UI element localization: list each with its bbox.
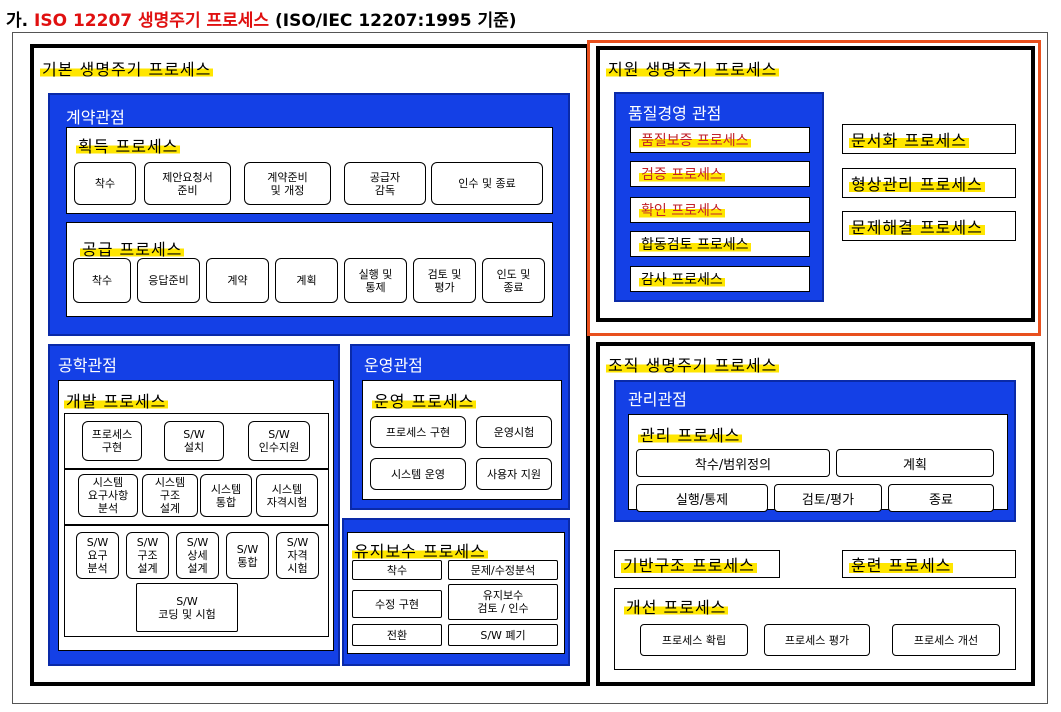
infrastructure-process: 기반구조 프로세스	[614, 550, 780, 578]
maintenance-title: 유지보수 프로세스	[352, 542, 488, 561]
dev-sw-arch: S/W 구조 설계	[126, 532, 169, 579]
sup-item-review: 검토 및 평가	[413, 258, 476, 303]
diagram-frame	[12, 32, 1048, 704]
impr-establish: 프로세스 확립	[640, 624, 748, 656]
mnt-implement: 수정 구현	[352, 590, 442, 618]
sup-item-response: 응답준비	[137, 258, 200, 303]
basic-lifecycle-panel	[30, 44, 590, 686]
acquisition-title: 획득 프로세스	[76, 137, 181, 156]
dev-sw-req: S/W 요구 분석	[76, 532, 119, 579]
acq-item-contract: 계약준비 및 개정	[244, 162, 331, 205]
impr-assess: 프로세스 평가	[764, 624, 870, 656]
organization-lifecycle-panel	[596, 342, 1035, 686]
support-lifecycle-panel	[596, 46, 1035, 322]
heading-subtitle: (ISO/IEC 12207:1995 기준)	[275, 11, 517, 31]
mgmt-close: 종료	[888, 484, 994, 512]
mgmt-execute: 실행/통제	[636, 484, 768, 512]
mnt-start: 착수	[352, 560, 442, 580]
support-highlight-border	[587, 40, 1041, 336]
dev-process-impl: 프로세스 구현	[82, 421, 142, 461]
validation-process: 확인 프로세스	[630, 197, 810, 223]
sup-item-delivery: 인도 및 종료	[482, 258, 545, 303]
mnt-review: 유지보수 검토 / 인수	[448, 584, 558, 620]
mnt-migration: 전환	[352, 624, 442, 646]
dev-sw-integ: S/W 통합	[226, 532, 269, 579]
op-sys-operation: 시스템 운영	[370, 458, 466, 490]
contract-view-label: 계약관점	[66, 108, 125, 127]
documentation-process: 문서화 프로세스	[842, 124, 1016, 154]
sup-item-start: 착수	[73, 258, 131, 303]
training-process: 훈련 프로세스	[842, 550, 1016, 578]
op-user-support: 사용자 지원	[476, 458, 552, 490]
management-title: 관리 프로세스	[638, 426, 743, 445]
supply-title: 공급 프로세스	[80, 240, 185, 259]
improvement-title: 개선 프로세스	[624, 598, 729, 617]
dev-sys-arch: 시스템 구조 설계	[142, 474, 198, 517]
impr-improve: 프로세스 개선	[892, 624, 1000, 656]
audit-process: 감사 프로세스	[630, 266, 810, 292]
operation-title: 운영 프로세스	[372, 392, 477, 411]
mgmt-scope: 착수/범위정의	[636, 449, 830, 477]
sup-item-execute: 실행 및 통제	[344, 258, 407, 303]
joint-review-process: 합동검토 프로세스	[630, 231, 810, 257]
grid-divider-2	[64, 524, 329, 526]
operation-view-label: 운영관점	[364, 356, 423, 375]
acq-item-start: 착수	[74, 162, 136, 205]
sup-item-plan: 계획	[275, 258, 338, 303]
dev-sys-integ: 시스템 통합	[200, 474, 252, 517]
quality-view-label: 품질경영 관점	[628, 104, 722, 123]
dev-coding-test: S/W 코딩 및 시험	[136, 583, 238, 632]
heading-prefix: 가.	[6, 11, 29, 31]
mgmt-plan: 계획	[836, 449, 994, 477]
mnt-analysis: 문제/수정분석	[448, 560, 558, 580]
acq-item-acceptance: 인수 및 종료	[431, 162, 543, 205]
problem-resolution-process: 문제해결 프로세스	[842, 211, 1016, 241]
dev-sw-install: S/W 설치	[164, 421, 224, 461]
mgmt-review: 검토/평가	[774, 484, 882, 512]
op-test: 운영시험	[476, 416, 552, 448]
page-heading: 가. ISO 12207 생명주기 프로세스 (ISO/IEC 12207:19…	[6, 6, 517, 31]
op-process-impl: 프로세스 구현	[370, 416, 466, 448]
dev-sys-req: 시스템 요구사항 분석	[78, 474, 138, 517]
grid-divider-1	[64, 468, 329, 470]
verification-process: 검증 프로세스	[630, 161, 810, 187]
dev-sys-qual: 시스템 자격시험	[256, 474, 318, 517]
quality-assurance-process: 품질보증 프로세스	[630, 127, 810, 153]
dev-sw-accept-support: S/W 인수지원	[248, 421, 310, 461]
acq-item-rfp: 제안요청서 준비	[144, 162, 231, 205]
sup-item-contract: 계약	[206, 258, 269, 303]
dev-sw-detail: S/W 상세 설계	[176, 532, 219, 579]
development-title: 개발 프로세스	[64, 392, 169, 411]
support-lifecycle-title: 지원 생명주기 프로세스	[606, 60, 780, 79]
heading-title: ISO 12207 생명주기 프로세스	[34, 11, 270, 31]
mnt-retirement: S/W 폐기	[448, 624, 558, 646]
acq-item-supervise: 공급자 감독	[344, 162, 426, 205]
engineering-view-label: 공학관점	[58, 356, 117, 375]
organization-lifecycle-title: 조직 생명주기 프로세스	[606, 356, 780, 375]
management-view-label: 관리관점	[628, 390, 687, 409]
basic-lifecycle-title: 기본 생명주기 프로세스	[40, 60, 214, 79]
dev-sw-qual: S/W 자격 시험	[276, 532, 319, 579]
config-management-process: 형상관리 프로세스	[842, 168, 1016, 198]
